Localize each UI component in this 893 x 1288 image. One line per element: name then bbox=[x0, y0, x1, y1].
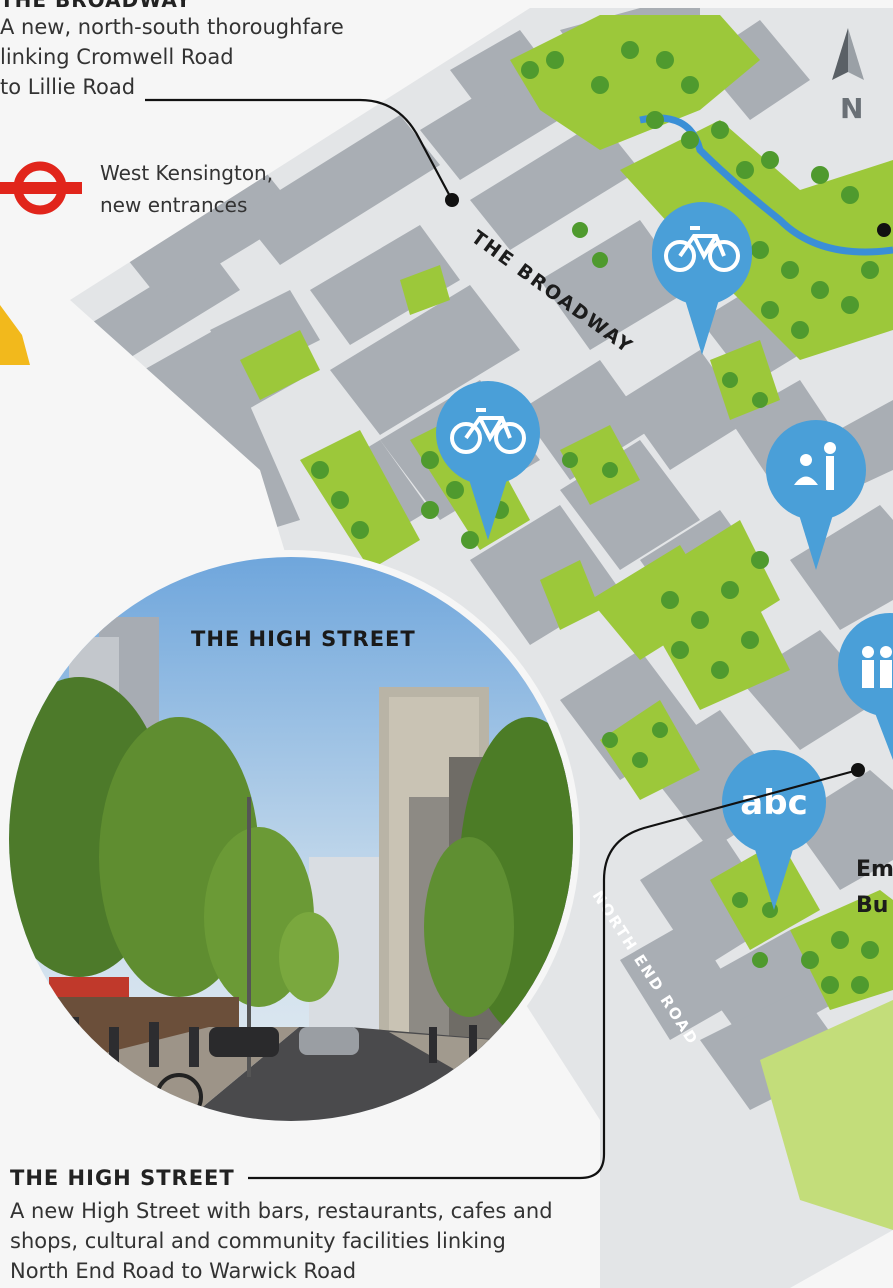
north-label: N bbox=[840, 92, 863, 125]
map-pin-bicycle[interactable] bbox=[651, 202, 752, 355]
photo-label: THE HIGH STREET bbox=[191, 627, 416, 651]
broadway-caption: THE BROADWAY A new, north-south thorough… bbox=[0, 0, 344, 102]
map-pin-fitness[interactable] bbox=[766, 420, 866, 570]
light-green-field bbox=[760, 1000, 893, 1230]
london-underground-roundel-icon bbox=[0, 160, 84, 216]
underground-caption-line: West Kensington, bbox=[100, 161, 274, 185]
underground-caption: West Kensington, new entrances bbox=[100, 157, 273, 221]
yoga-fitness-icon bbox=[794, 442, 836, 490]
high-street-caption-body: A new High Street with bars, restaurants… bbox=[10, 1196, 553, 1286]
trees bbox=[311, 41, 879, 994]
north-arrow-icon bbox=[832, 28, 864, 80]
map-pin-bicycle[interactable] bbox=[436, 381, 540, 540]
edge-label-line-1: Em bbox=[856, 857, 893, 882]
high-street-leader-dot bbox=[851, 763, 865, 777]
bicycle-icon bbox=[450, 408, 526, 454]
map-pin-people[interactable] bbox=[838, 613, 893, 760]
underground-caption-line: new entrances bbox=[100, 193, 248, 217]
map-pin-abc[interactable]: abc bbox=[722, 750, 826, 910]
high-street-photo: THE HIGH STREET bbox=[2, 550, 580, 1128]
broadway-caption-title: THE BROADWAY bbox=[0, 0, 192, 12]
broadway-caption-line: A new, north-south thoroughfare bbox=[0, 15, 344, 39]
high-street-caption: THE HIGH STREET A new High Street with b… bbox=[10, 1164, 553, 1286]
water-feature bbox=[639, 114, 893, 256]
people-icon bbox=[862, 646, 892, 688]
high-street-caption-line: North End Road to Warwick Road bbox=[10, 1259, 357, 1283]
broadway-leader-dot bbox=[445, 193, 459, 207]
broadway-leader-line bbox=[145, 98, 453, 201]
high-street-caption-line: shops, cultural and community facilities… bbox=[10, 1229, 506, 1253]
edge-label-line-2: Bu bbox=[856, 893, 888, 918]
broadway-caption-line: to Lillie Road bbox=[0, 75, 136, 99]
broadway-caption-line: linking Cromwell Road bbox=[0, 45, 234, 69]
high-street-caption-title: THE HIGH STREET bbox=[10, 1166, 235, 1190]
east-leader-dot bbox=[877, 223, 891, 237]
high-street-caption-line: A new High Street with bars, restaurants… bbox=[10, 1199, 553, 1223]
yellow-edge-marker bbox=[0, 305, 30, 365]
street-illustration bbox=[9, 557, 573, 1121]
broadway-caption-body: A new, north-south thoroughfare linking … bbox=[0, 12, 344, 102]
high-street-leader-line bbox=[248, 768, 859, 1180]
text-abc-icon: abc bbox=[740, 783, 807, 823]
bicycle-icon bbox=[664, 226, 740, 272]
